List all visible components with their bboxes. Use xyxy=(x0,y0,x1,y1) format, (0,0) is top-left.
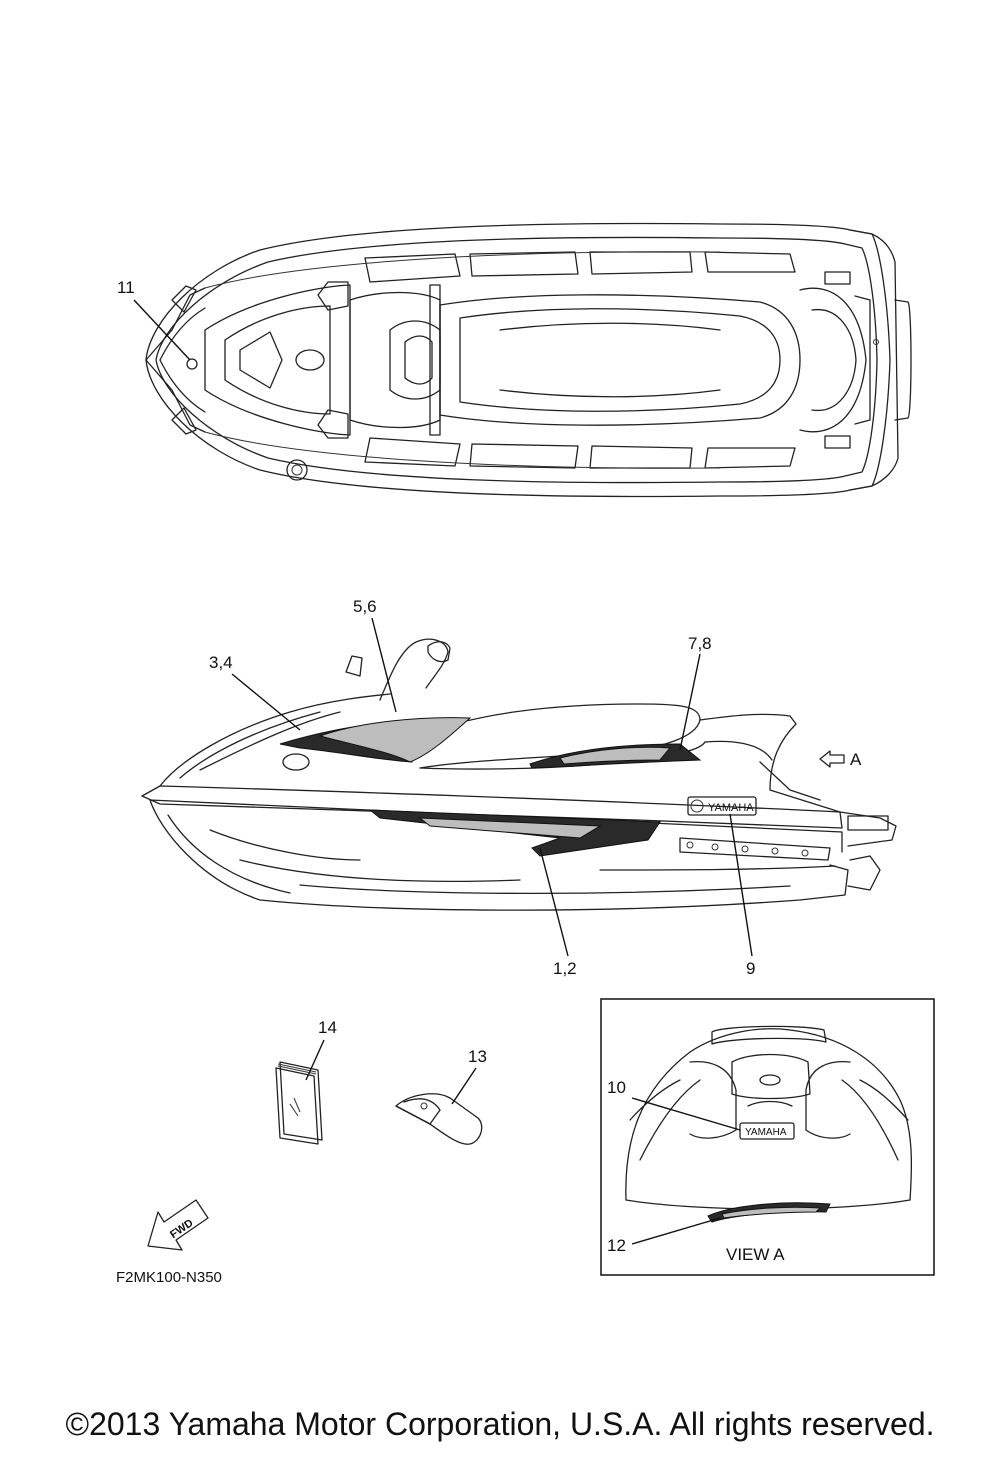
part-13-pouch xyxy=(395,1093,483,1145)
leader-10 xyxy=(631,1097,741,1131)
view-a-yamaha-decal-text: YAMAHA xyxy=(745,1127,787,1138)
leader-14 xyxy=(305,1039,325,1081)
view-a-rear-view: YAMAHA xyxy=(625,1025,913,1223)
part-14-booklet xyxy=(275,1061,323,1145)
view-a-label: VIEW A xyxy=(726,1245,785,1264)
leader-11 xyxy=(133,299,191,361)
callout-1-2: 1,2 xyxy=(553,959,577,978)
callout-3-4: 3,4 xyxy=(209,653,233,672)
leader-13 xyxy=(451,1067,477,1105)
copyright-notice: ©2013 Yamaha Motor Corporation, U.S.A. A… xyxy=(65,1406,935,1442)
callout-12: 12 xyxy=(607,1236,626,1255)
view-a-frame xyxy=(600,998,935,1276)
side-view-watercraft: YAMAHA xyxy=(141,638,897,911)
fwd-direction-arrow: FWD xyxy=(147,1199,209,1251)
callout-11: 11 xyxy=(117,278,135,297)
diagram-code: F2MK100-N350 xyxy=(116,1269,222,1286)
view-a-arrow-label: A xyxy=(850,750,862,769)
top-view-watercraft xyxy=(145,222,912,498)
callout-9: 9 xyxy=(746,959,755,978)
callout-10: 10 xyxy=(607,1078,626,1097)
callout-5-6: 5,6 xyxy=(353,597,377,616)
fwd-label: FWD xyxy=(168,1217,196,1241)
callout-14: 14 xyxy=(318,1018,337,1037)
leader-9 xyxy=(729,813,753,957)
callout-7-8: 7,8 xyxy=(688,634,712,653)
leader-3-4 xyxy=(231,673,301,731)
leader-1-2 xyxy=(539,847,569,957)
view-a-direction-arrow: A xyxy=(819,750,862,769)
leader-5-6 xyxy=(371,617,397,713)
callout-13: 13 xyxy=(468,1047,487,1066)
side-yamaha-decal-text: YAMAHA xyxy=(708,802,754,814)
leader-7-8 xyxy=(679,653,701,751)
leader-12 xyxy=(631,1217,721,1245)
